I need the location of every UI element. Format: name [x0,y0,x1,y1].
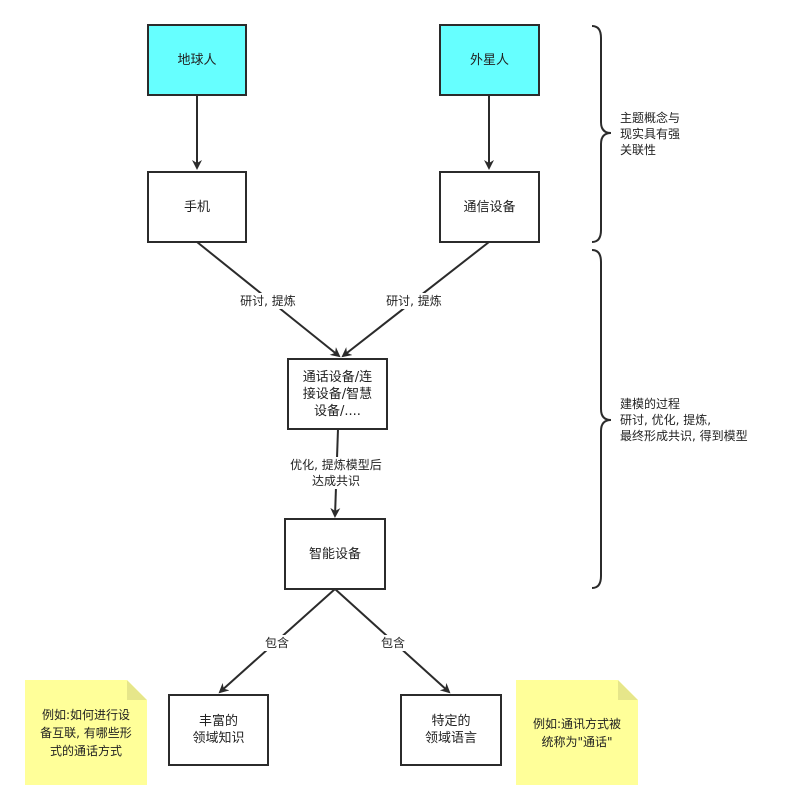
brace-bottom [591,249,612,589]
node-call-device[interactable]: 通话设备/连 接设备/智慧 设备/.... [287,358,388,430]
node-rich-knowledge[interactable]: 丰富的 领域知识 [168,694,269,766]
note-left-text: 例如:如何进行设 备互联, 有哪些形 式的通话方式 [40,707,132,758]
node-rich-knowledge-label: 丰富的 领域知识 [192,714,245,746]
node-earthling[interactable]: 地球人 [147,24,247,96]
node-earthling-label: 地球人 [177,52,217,68]
note-right-text: 例如:通讯方式被 统称为"通话" [532,716,622,749]
node-call-device-label: 通话设备/连 接设备/智慧 设备/.... [302,369,373,419]
note-right[interactable]: 例如:通讯方式被 统称为"通话" [516,680,638,785]
edge-label-include-right: 包含 [379,635,407,651]
node-smart-device-label: 智能设备 [308,546,361,562]
node-comm-device[interactable]: 通信设备 [439,171,540,243]
edge-label-left-discuss: 研讨, 提炼 [239,293,297,309]
node-smart-device[interactable]: 智能设备 [284,518,386,590]
node-comm-device-label: 通信设备 [463,199,516,215]
edge-label-right-discuss: 研讨, 提炼 [385,293,443,309]
node-alien[interactable]: 外星人 [439,24,540,96]
edge-label-optimize: 优化, 提炼模型后 达成共识 [289,457,383,489]
node-phone[interactable]: 手机 [147,171,247,243]
node-alien-label: 外星人 [469,52,509,68]
node-phone-label: 手机 [183,199,210,215]
annotation-top: 主题概念与 现实具有强 关联性 [620,111,681,157]
annotation-bottom: 建模的过程 研讨, 优化, 提炼, 最终形成共识, 得到模型 [620,397,748,443]
node-specific-language[interactable]: 特定的 领域语言 [400,694,502,766]
brace-top [591,25,612,243]
edge-label-include-left: 包含 [263,635,291,651]
note-left[interactable]: 例如:如何进行设 备互联, 有哪些形 式的通话方式 [25,680,147,785]
node-specific-language-label: 特定的 领域语言 [424,714,477,746]
